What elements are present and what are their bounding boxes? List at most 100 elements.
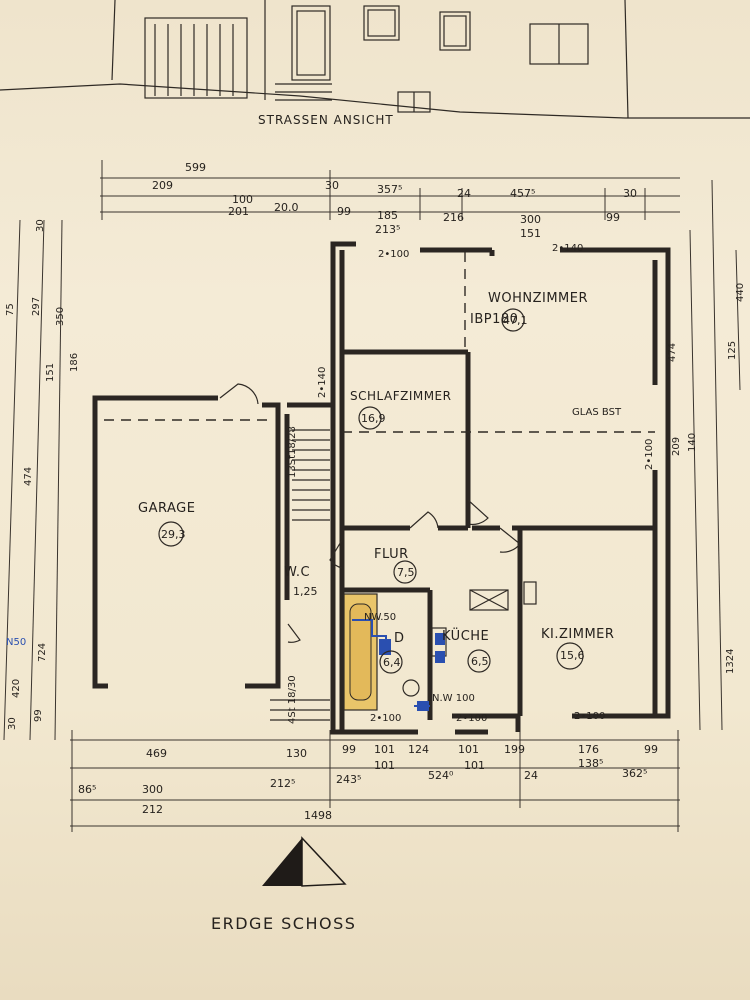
dim-top-r2-2: 100	[232, 193, 253, 206]
floor-plan-walls	[92, 241, 671, 735]
dim-top-r2-6: 185	[377, 209, 398, 222]
dim-right-3: 474	[667, 342, 678, 362]
dim-right-5: 140	[687, 432, 698, 452]
dim-left-7: 474	[23, 466, 34, 486]
dim-bottom-r2-4: 243⁵	[336, 773, 362, 786]
dim-bottom-r2-1: 86⁵	[78, 783, 97, 796]
street-view-label: STRASSEN ANSICHT	[258, 113, 394, 127]
garage-door-hatching	[154, 24, 234, 96]
pen-markings	[352, 619, 445, 711]
note-glas: GLAS BST	[572, 407, 622, 418]
dim-top-r2-5: 99	[337, 205, 351, 218]
dim-bottom-total: 1498	[304, 809, 332, 822]
side-dimension-lines	[3, 179, 741, 741]
dim-left-1: 30	[35, 219, 46, 232]
dim-bottom-r2b-1: 212	[142, 803, 163, 816]
dim-bottom-2: 130	[286, 747, 307, 760]
dim-bottom-b1: 101	[374, 759, 395, 772]
dim-top-4: 24	[457, 187, 471, 200]
dim-left-11: 420	[11, 678, 22, 698]
note-stair-2: 4St 18/30	[287, 675, 298, 724]
note-stair: 13St18/28	[287, 426, 298, 478]
dim-top-r2-11: 99	[606, 211, 620, 224]
dim-bottom-3: 99	[342, 743, 356, 756]
room-label-kinderzimmer: KI.ZIMMER	[541, 627, 615, 642]
dim-top-r2-1: 209	[152, 179, 173, 192]
dim-right-2: 125	[727, 340, 738, 360]
opening-top-2: 2•140	[552, 243, 584, 254]
opening-right-1: 2•100	[644, 438, 655, 470]
area-wc: 1,25	[293, 585, 318, 598]
dim-bottom-r2-7: 362⁵	[622, 767, 648, 780]
area-kinderzimmer: 15,6	[560, 649, 585, 662]
dim-left-2: 75	[5, 303, 16, 316]
dim-left-6: 186	[69, 352, 80, 372]
dim-top-3: 357⁵	[377, 183, 403, 196]
dim-left-10: 30	[7, 717, 18, 730]
dim-top-1: 599	[185, 161, 206, 174]
room-label-wc: W.C	[284, 565, 311, 580]
wohnzimmer-note: IBP180	[470, 312, 519, 327]
dim-bottom-8: 176	[578, 743, 599, 756]
opening-bottom-2: 2•100	[456, 713, 488, 724]
room-label-kueche: KÜCHE	[442, 629, 490, 644]
area-kueche: 6,5	[471, 655, 489, 668]
dim-right-6: 1324	[725, 648, 736, 674]
dim-left-4: 350	[55, 306, 66, 326]
dim-right-4: 209	[671, 436, 682, 456]
dim-bottom-b2: 101	[464, 759, 485, 772]
room-label-wohnzimmer: WOHNZIMMER	[488, 291, 589, 306]
dim-left-8: 724	[37, 642, 48, 662]
area-schlafzimmer: 16,9	[361, 412, 386, 425]
area-circles	[158, 308, 584, 674]
bath-fixtures	[343, 581, 537, 711]
dim-bottom-7: 199	[504, 743, 525, 756]
area-flur: 7,5	[397, 566, 415, 579]
stair	[270, 429, 330, 721]
dim-top-r2-9: 300	[520, 213, 541, 226]
dim-bottom-b3: 138⁵	[578, 757, 604, 770]
dim-top-r2-3: 201	[228, 205, 249, 218]
dim-top-r2-10: 151	[520, 227, 541, 240]
dim-top-r2-8: 216	[443, 211, 464, 224]
dim-top-5: 457⁵	[510, 187, 536, 200]
dim-bottom-1: 469	[146, 747, 167, 760]
room-label-bad: D	[394, 631, 405, 646]
dim-top-r2-7: 213⁵	[375, 223, 401, 236]
dim-bottom-r2-3: 212⁵	[270, 777, 296, 790]
dim-bottom-5: 124	[408, 743, 429, 756]
dim-top-r2-4: 20.0	[274, 201, 299, 214]
note-nw50: NW.50	[364, 612, 397, 623]
dim-bottom-6: 101	[458, 743, 479, 756]
opening-top-1: 2•100	[378, 249, 410, 260]
dim-bottom-r2-2: 300	[142, 783, 163, 796]
top-dimension-lines	[100, 160, 680, 220]
dim-bottom-r2-5: 524⁰	[428, 769, 454, 782]
dim-left-9: 99	[33, 709, 44, 722]
dim-bottom-9: 99	[644, 743, 658, 756]
dim-right-1: 440	[735, 282, 746, 302]
room-label-flur: FLUR	[374, 547, 409, 562]
dim-left-3: 297	[31, 296, 42, 316]
bottom-dimension-lines	[70, 730, 680, 832]
opening-bottom-3: 2•100	[574, 711, 606, 722]
dim-top-6: 30	[623, 187, 637, 200]
street-elevation	[0, 0, 750, 119]
dim-top-2: 30	[325, 179, 339, 192]
dim-left-5: 151	[45, 362, 56, 382]
room-label-schlafzimmer: SCHLAFZIMMER	[350, 389, 452, 403]
dim-left-12: N50	[6, 637, 27, 648]
beam-lines	[104, 252, 655, 433]
area-garage: 29,3	[161, 528, 186, 541]
door-swings	[219, 383, 521, 643]
dim-bottom-r2-6: 24	[524, 769, 538, 782]
area-wohnzimmer: 47,1	[503, 314, 528, 327]
room-label-garage: GARAGE	[138, 501, 196, 516]
note-nw100: N.W 100	[432, 693, 475, 704]
plan-title: ERDGE SCHOSS	[211, 914, 357, 933]
opening-bottom-1: 2•100	[370, 713, 402, 724]
opening-left-1: 2•140	[317, 366, 328, 398]
area-bad: 6,4	[383, 656, 401, 669]
